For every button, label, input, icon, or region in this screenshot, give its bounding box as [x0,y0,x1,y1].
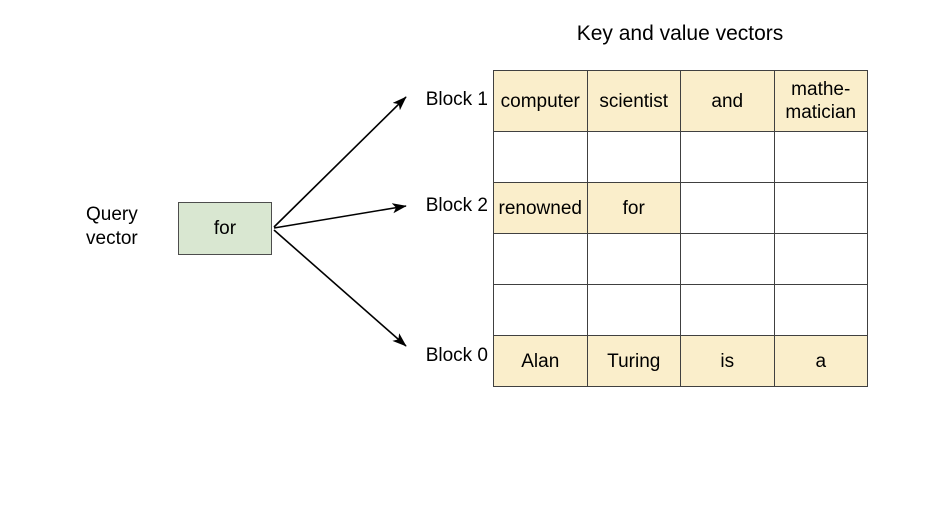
table-cell-text: is [720,350,735,372]
table-cell-token[interactable]: Alan [493,335,588,387]
table-row: computer scientist and mathe-matician [493,70,868,132]
table-row: Alan Turing is a [493,335,868,387]
block-label-0: Block 0 [425,345,488,366]
table-cell-empty[interactable] [493,131,588,183]
table-row: renowned for [493,182,868,234]
table-cell-token[interactable]: for [586,182,681,234]
table-cell-empty[interactable] [680,182,775,234]
query-vector-label-line2: vector [86,228,138,249]
block-label-1: Block 1 [425,89,488,110]
table-cell-text: Alan [521,350,560,372]
table-cell-token[interactable]: renowned [493,182,588,234]
arrow-to-block-0 [273,229,407,347]
query-vector-label: Query vector [86,203,172,251]
table-cell-token[interactable]: computer [493,70,588,132]
table-cell-empty[interactable] [680,131,775,183]
table-cell-text: renowned [498,197,582,219]
table-cell-text: computer [500,90,580,112]
table-cell-token[interactable]: and [680,70,775,132]
table-cell-token[interactable]: is [680,335,775,387]
arrow-to-block-2 [273,203,407,229]
table-cell-empty[interactable] [773,182,868,234]
table-row [493,233,868,285]
table-cell-empty[interactable] [586,131,681,183]
key-value-table: computer scientist and mathe-matician renown… [493,70,868,387]
query-vector-label-line1: Query [86,204,138,225]
table-cell-text: Turing [607,350,661,372]
table-cell-token[interactable]: mathe-matician [773,70,868,132]
table-cell-empty[interactable] [680,233,775,285]
table-cell-empty[interactable] [493,233,588,285]
table-cell-empty[interactable] [773,233,868,285]
query-token-text: for [213,217,237,239]
table-cell-empty[interactable] [586,284,681,336]
table-cell-token[interactable]: a [773,335,868,387]
table-cell-empty[interactable] [493,284,588,336]
query-vector-box[interactable]: for [178,202,272,255]
table-cell-token[interactable]: Turing [586,335,681,387]
table-row [493,284,868,336]
table-row [493,131,868,183]
table-cell-text: mathe-matician [785,79,857,123]
table-cell-empty[interactable] [680,284,775,336]
table-cell-text: for [622,197,645,219]
table-cell-text: scientist [599,90,669,112]
table-cell-empty[interactable] [586,233,681,285]
table-cell-text: and [711,90,744,112]
page-title: Key and value vectors [576,22,784,45]
table-cell-empty[interactable] [773,284,868,336]
table-cell-empty[interactable] [773,131,868,183]
block-label-2: Block 2 [425,195,488,216]
table-cell-text: a [815,350,827,372]
table-cell-token[interactable]: scientist [586,70,681,132]
arrow-to-block-1 [273,96,407,228]
